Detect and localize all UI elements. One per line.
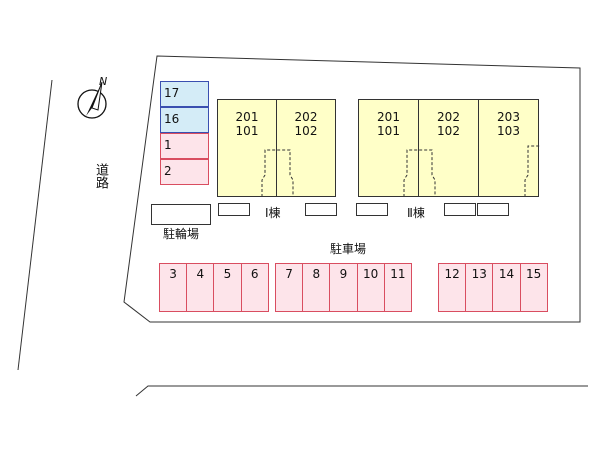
parking-slot-number: 3 bbox=[169, 267, 177, 281]
outdoor-unit-box bbox=[356, 203, 388, 216]
parking-slot-number: 15 bbox=[526, 267, 542, 281]
unit-number-lower: 101 bbox=[377, 124, 400, 138]
parking-slot-number: 13 bbox=[471, 267, 487, 281]
bike-slot: 1 bbox=[160, 133, 209, 159]
bike-slot-number: 2 bbox=[164, 164, 172, 178]
road-edge-line bbox=[17, 79, 53, 371]
unit-number-upper: 201 bbox=[377, 110, 400, 124]
outdoor-unit-box bbox=[444, 203, 476, 216]
parking-slot: 13 bbox=[465, 263, 494, 312]
outdoor-unit-box bbox=[218, 203, 250, 216]
unit-number-lower: 102 bbox=[294, 124, 318, 138]
parking-slot: 14 bbox=[492, 263, 521, 312]
outdoor-unit-box bbox=[305, 203, 337, 216]
parking-slot: 6 bbox=[240, 263, 269, 312]
bike-slot-number: 16 bbox=[164, 112, 180, 126]
parking-label: 駐車場 bbox=[330, 242, 367, 256]
parking-slot-number: 7 bbox=[285, 267, 293, 281]
unit-number-upper: 202 bbox=[437, 110, 460, 124]
parking-slot-number: 12 bbox=[444, 267, 460, 281]
unit-number-upper: 201 bbox=[235, 110, 259, 124]
parking-slot-number: 4 bbox=[196, 267, 205, 281]
parking-slot: 5 bbox=[213, 263, 242, 312]
road-label: 道路 bbox=[93, 163, 108, 189]
north-label: N bbox=[99, 75, 108, 88]
bike-shed-box bbox=[151, 204, 211, 225]
parking-slot: 9 bbox=[329, 263, 358, 312]
parking-slot: 4 bbox=[186, 263, 215, 312]
parking-slot-number: 9 bbox=[339, 267, 348, 281]
parking-slot-number: 10 bbox=[363, 267, 379, 281]
bike-slot: 16 bbox=[160, 107, 209, 133]
bike-slot-number: 17 bbox=[164, 86, 180, 100]
parking-slot-number: 14 bbox=[498, 267, 515, 281]
unit-number-lower: 101 bbox=[235, 124, 259, 138]
parking-slot: 7 bbox=[275, 263, 304, 312]
bike-slot-number: 1 bbox=[164, 138, 172, 152]
building-label: Ⅱ棟 bbox=[407, 206, 425, 220]
parking-slot: 11 bbox=[383, 263, 412, 312]
lot-outline bbox=[123, 55, 581, 323]
unit-number-upper: 203 bbox=[497, 110, 520, 124]
bike-parking-label: 駐輪場 bbox=[163, 227, 200, 241]
unit-number-upper: 202 bbox=[294, 110, 318, 124]
parking-slot: 12 bbox=[438, 263, 467, 312]
parking-slot: 8 bbox=[302, 263, 331, 312]
unit-number-lower: 102 bbox=[437, 124, 460, 138]
parking-slot: 15 bbox=[519, 263, 548, 312]
compass-icon bbox=[77, 81, 107, 119]
building-label: Ⅰ棟 bbox=[265, 206, 281, 220]
bike-slot: 17 bbox=[160, 81, 209, 107]
parking-slot-number: 11 bbox=[390, 267, 406, 281]
parking-slot: 10 bbox=[356, 263, 385, 312]
parking-slot-number: 5 bbox=[223, 267, 232, 281]
parking-slot-number: 6 bbox=[250, 267, 259, 281]
unit-number-lower: 103 bbox=[497, 124, 520, 138]
road-bottom-line bbox=[135, 385, 588, 397]
outdoor-unit-box bbox=[477, 203, 509, 216]
compass: N bbox=[76, 75, 112, 120]
bike-slot: 2 bbox=[160, 159, 209, 185]
parking-slot: 3 bbox=[159, 263, 188, 312]
parking-slot-number: 8 bbox=[312, 267, 321, 281]
